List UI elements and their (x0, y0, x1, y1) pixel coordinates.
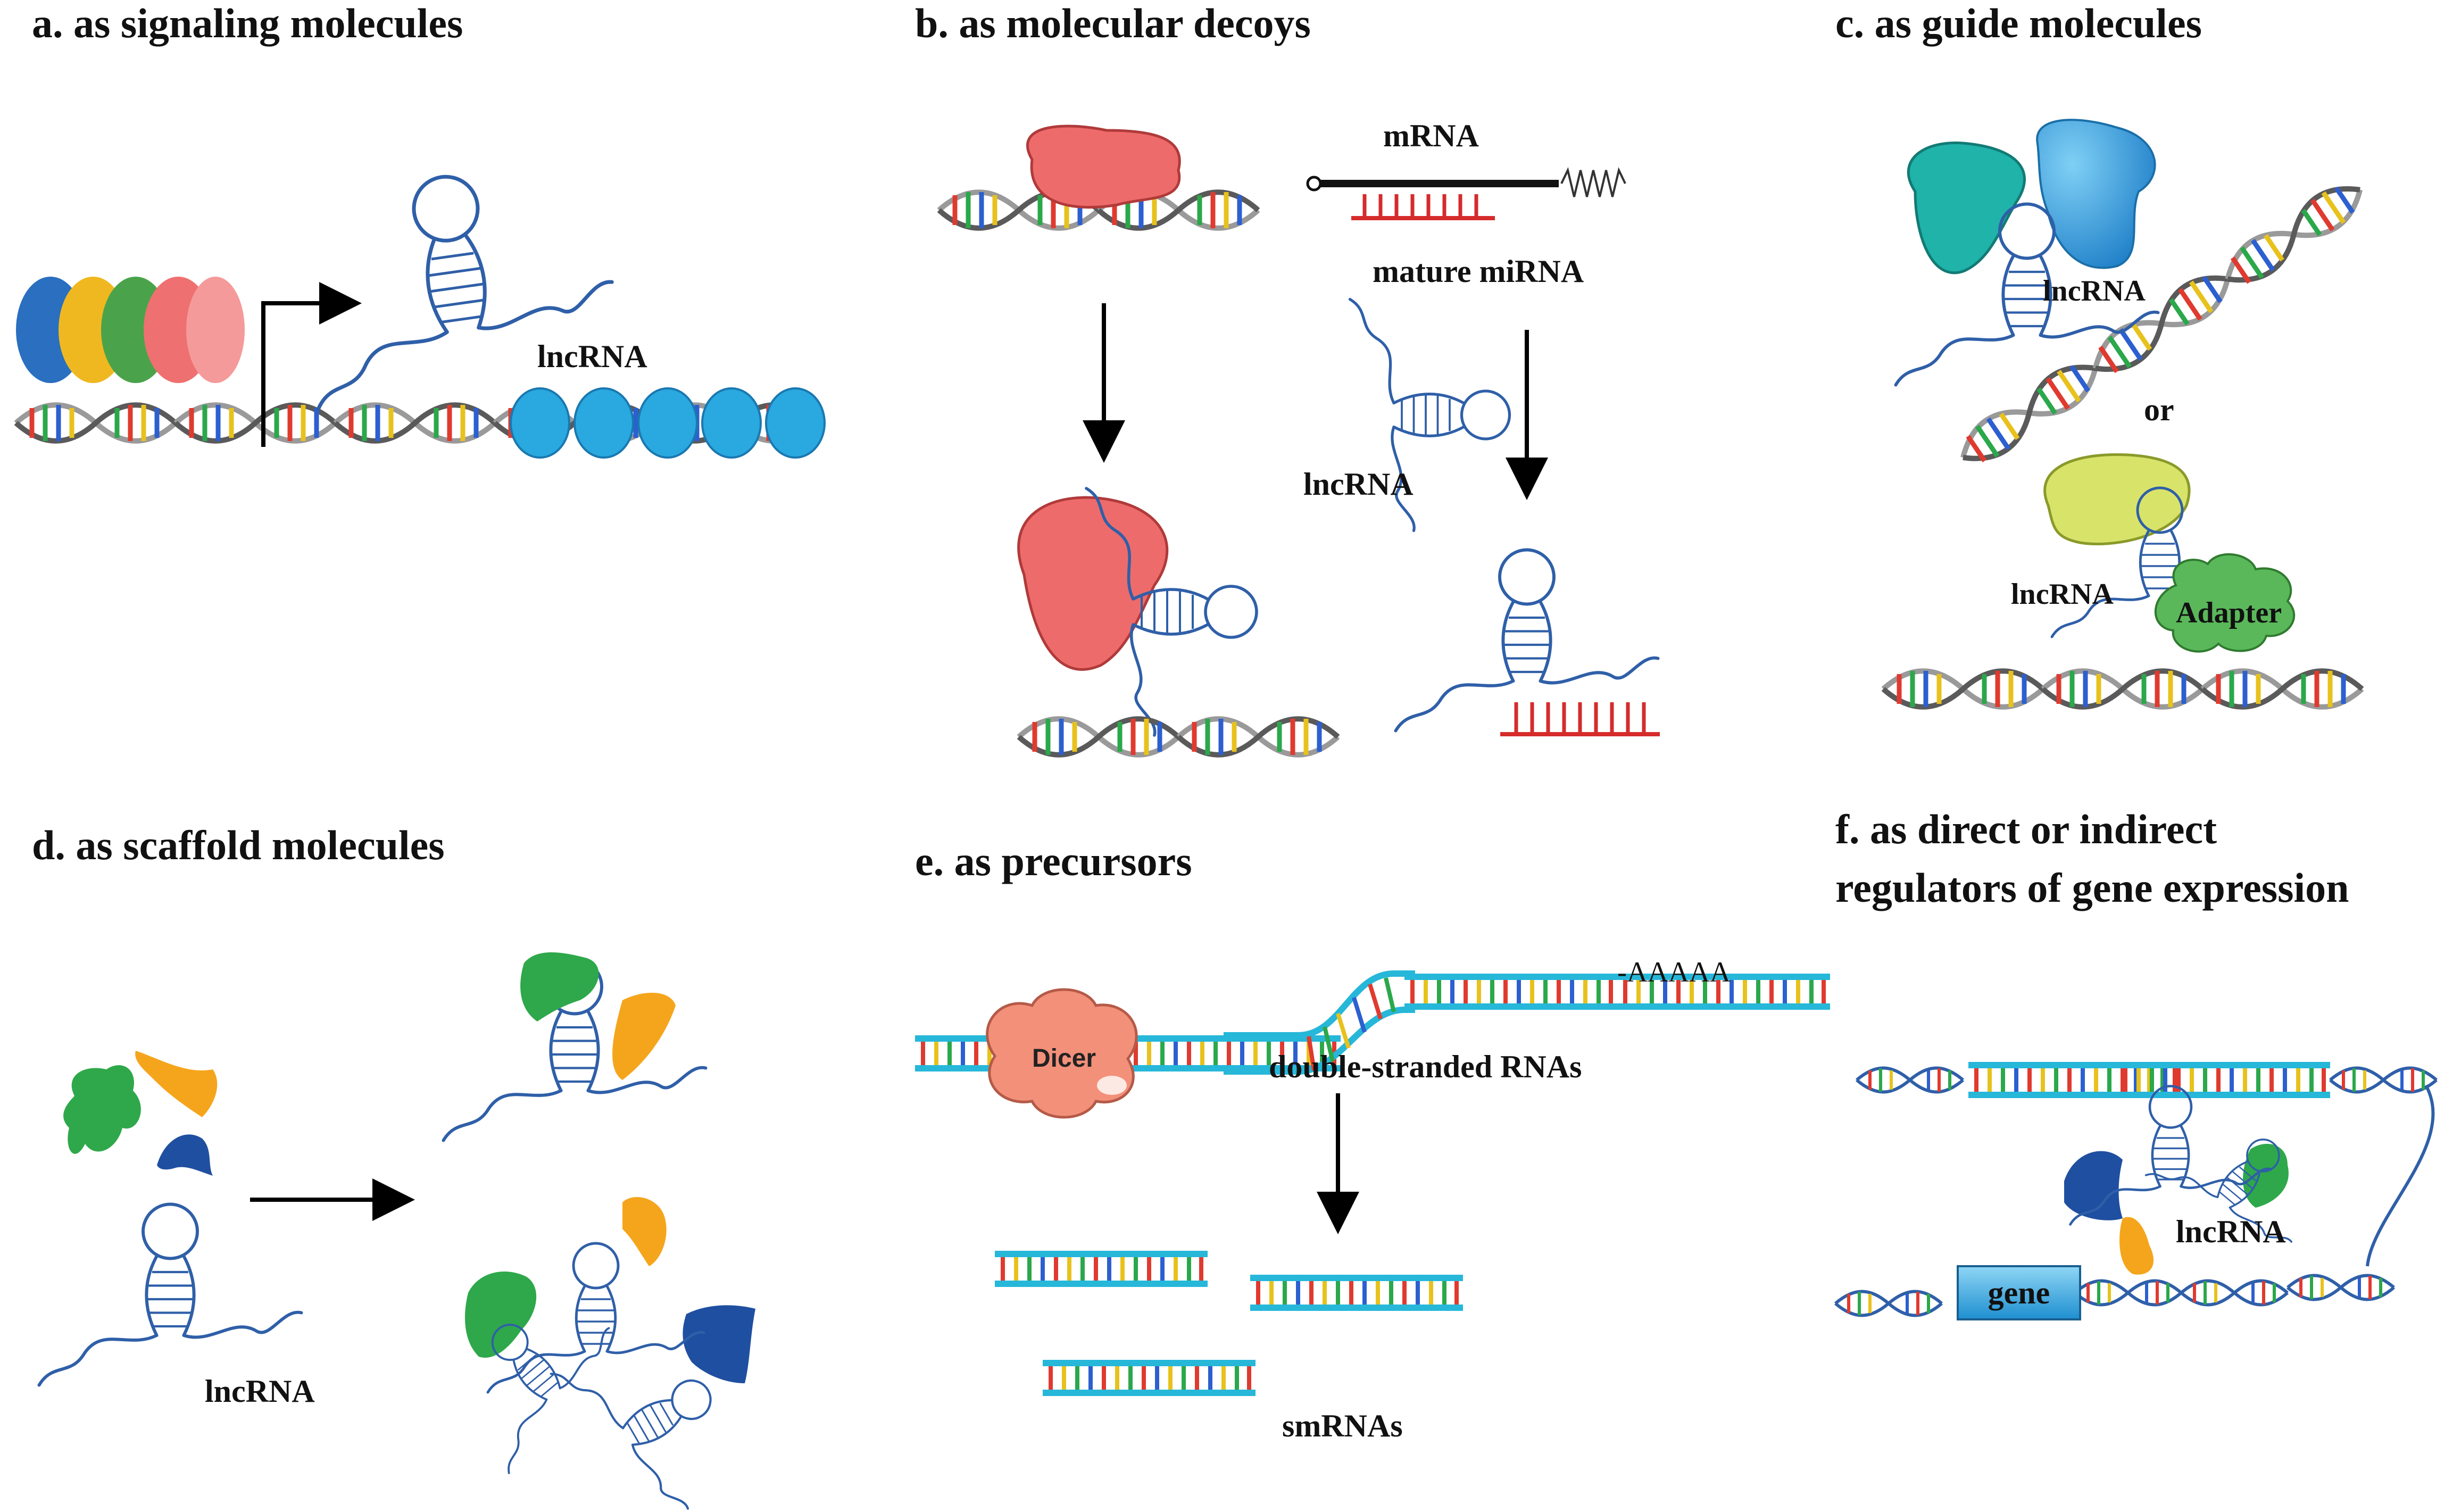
scaffold-complex-bottom (433, 1197, 755, 1512)
scaffold-green-protein-left (63, 1065, 141, 1154)
regulator-green-protein (2243, 1144, 2289, 1208)
dna-helix-c-top (1953, 175, 2370, 473)
lncrna-label-c-top: lncRNA (2043, 275, 2146, 308)
or-label: or (2144, 392, 2174, 427)
panel-c: c. as guide molecules lncRNA or lncRNA A… (1835, 0, 2370, 707)
mrna-label: mRNA (1383, 118, 1479, 153)
polya-tail-label: -AAAAA (1617, 956, 1731, 988)
scaffold-complex-top (444, 952, 706, 1141)
protein-red-bottom (1017, 496, 1169, 671)
mrna-mirna-complex (1306, 167, 1626, 220)
scaffold-orange-protein-left (135, 1051, 218, 1117)
regulator-navy-protein (2064, 1151, 2123, 1220)
transcription-factor-complex (16, 277, 245, 383)
panel-d-title: d. as scaffold molecules (32, 822, 445, 868)
gene-box: gene (1957, 1265, 2081, 1320)
lncrna-label-d: lncRNA (205, 1374, 315, 1409)
lncrna-label-f: lncRNA (2176, 1214, 2286, 1249)
smrnas-label: smRNAs (1282, 1408, 1403, 1443)
lncrna-label-c-bottom: lncRNA (2011, 578, 2114, 611)
panel-f-title-line2: regulators of gene expression (1835, 865, 2349, 911)
panel-a: a. as signaling molecules l (16, 0, 826, 459)
panel-f-title-line1: f. as direct or indirect (1835, 806, 2217, 852)
dna-loop (1835, 1068, 2437, 1316)
lncrna-label-b: lncRNA (1303, 467, 1414, 502)
panel-d: d. as scaffold molecules lncRNA (32, 822, 755, 1512)
small-rnas (995, 1251, 1463, 1396)
long-dsrna (915, 970, 1830, 1075)
lncrna-b-bound-mirna (1396, 550, 1660, 736)
dicer-label: Dicer (1032, 1044, 1096, 1073)
panel-f: f. as direct or indirect regulators of g… (1835, 806, 2437, 1320)
panel-b: b. as molecular decoys mRNA mature miRNA (915, 0, 1660, 755)
lncrna-d-free (39, 1204, 301, 1385)
adapter-label: Adapter (2176, 596, 2282, 629)
regulator-orange-protein (2119, 1217, 2154, 1275)
nucleosomes (510, 387, 826, 459)
dna-helix-b-bottom (1019, 719, 1338, 755)
protein-yellow (2043, 453, 2191, 545)
dicer-enzyme: Dicer (986, 988, 1138, 1119)
panel-b-title: b. as molecular decoys (915, 0, 1311, 46)
protein-red-top (1026, 124, 1181, 209)
adapter-protein (2154, 553, 2296, 653)
dna-helix-c-bottom (1883, 671, 2362, 707)
panel-c-title: c. as guide molecules (1835, 0, 2202, 46)
upper-dsrna-bar (1968, 1062, 2330, 1098)
panel-e: e. as precursors -AAAAA Dicer double-str… (915, 838, 1830, 1443)
protein-teal (1907, 142, 2026, 275)
lncrna-label-a: lncRNA (537, 339, 647, 374)
protein-blue (2036, 119, 2156, 269)
scaffold-navy-protein-left (157, 1134, 213, 1176)
panel-e-title: e. as precursors (915, 838, 1192, 884)
mature-mirna-label: mature miRNA (1373, 254, 1584, 289)
panel-a-title: a. as signaling molecules (32, 0, 463, 46)
transcription-start-arrow (261, 282, 362, 447)
gene-label: gene (1988, 1275, 2050, 1310)
dsrna-label: double-stranded RNAs (1269, 1049, 1582, 1084)
